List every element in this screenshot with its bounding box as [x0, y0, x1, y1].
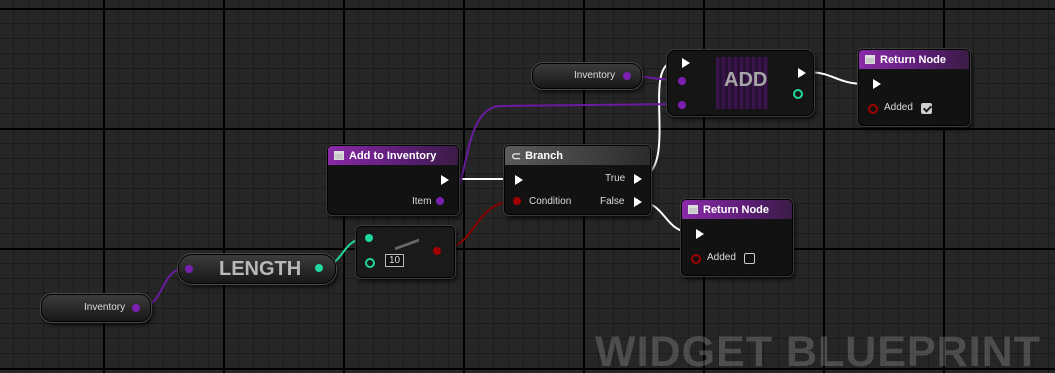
compare-a-pin-icon[interactable]: [365, 234, 373, 242]
added-pin-label: Added: [707, 252, 736, 263]
compare-value-input[interactable]: 10: [385, 254, 405, 267]
function-icon: [865, 55, 875, 64]
return-node-false-header: Return Node: [682, 200, 792, 219]
condition-pin-label: Condition: [529, 196, 572, 207]
function-icon: [334, 151, 344, 160]
add-index-out-pin-icon[interactable]: [793, 89, 803, 99]
add-array-node[interactable]: ADD: [667, 50, 814, 116]
branch-icon: ⊂: [511, 148, 522, 163]
length-out-pin-icon[interactable]: [315, 264, 323, 272]
return-node-true-title: Return Node: [880, 53, 946, 66]
inventory-getter-bottom-label: Inventory: [84, 302, 126, 313]
return-false-exec-in-pin-icon[interactable]: [696, 229, 704, 239]
exec-wire-add-to-return: [805, 71, 867, 85]
condition-pin-icon[interactable]: [513, 197, 521, 205]
array-grid-icon: [716, 57, 768, 109]
added-pin-icon[interactable]: [868, 104, 878, 114]
return-true-exec-in-pin-icon[interactable]: [873, 79, 881, 89]
inventory-getter-top[interactable]: Inventory: [532, 63, 642, 89]
add-node-title: ADD: [724, 69, 768, 91]
return-node-true-header: Return Node: [859, 50, 969, 69]
added-checkbox-unchecked[interactable]: [744, 253, 755, 264]
add-to-inventory-header: Add to Inventory: [328, 146, 458, 165]
true-pin-label: True: [605, 173, 626, 184]
exec-in-pin-icon[interactable]: [515, 175, 523, 185]
added-checkbox-checked[interactable]: [921, 103, 932, 114]
length-node-title: LENGTH: [219, 258, 302, 280]
false-exec-pin-icon[interactable]: [634, 197, 642, 207]
compare-result-pin-icon[interactable]: [433, 247, 441, 255]
length-array-pin-icon[interactable]: [185, 265, 193, 273]
inventory-out-pin-icon[interactable]: [132, 304, 140, 312]
return-node-false[interactable]: Return Node Added: [681, 199, 793, 276]
add-to-inventory-title: Add to Inventory: [349, 149, 437, 162]
length-node[interactable]: LENGTH: [178, 254, 336, 284]
false-pin-label: False: [600, 196, 625, 207]
add-item-pin-icon[interactable]: [678, 101, 686, 109]
branch-node[interactable]: ⊂ Branch Condition True False: [504, 145, 651, 215]
added-pin-label: Added: [884, 102, 913, 113]
true-exec-pin-icon[interactable]: [634, 174, 642, 184]
added-pin-icon[interactable]: [691, 254, 701, 264]
inventory-out-pin-icon[interactable]: [623, 72, 631, 80]
return-node-true[interactable]: Return Node Added: [858, 49, 970, 126]
add-exec-in-pin-icon[interactable]: [682, 58, 690, 68]
add-exec-out-pin-icon[interactable]: [798, 68, 806, 78]
item-pin-label: Item: [412, 196, 432, 207]
branch-title: Branch: [525, 149, 563, 162]
exec-out-pin-icon[interactable]: [441, 175, 449, 185]
widget-blueprint-watermark: WIDGET BLUEPRINT: [595, 328, 1041, 373]
inventory-getter-top-label: Inventory: [574, 70, 616, 81]
compare-b-pin-icon[interactable]: [365, 258, 375, 268]
item-pin-icon[interactable]: [436, 197, 444, 205]
add-target-array-pin-icon[interactable]: [678, 77, 686, 85]
return-node-false-title: Return Node: [703, 203, 769, 216]
branch-header: ⊂ Branch: [505, 146, 650, 165]
compare-operator-icon: [395, 237, 419, 251]
function-icon: [688, 205, 698, 214]
add-to-inventory-node[interactable]: Add to Inventory Item: [327, 145, 459, 215]
greater-than-node[interactable]: 10: [356, 226, 455, 278]
inventory-getter-bottom[interactable]: Inventory: [41, 294, 151, 322]
